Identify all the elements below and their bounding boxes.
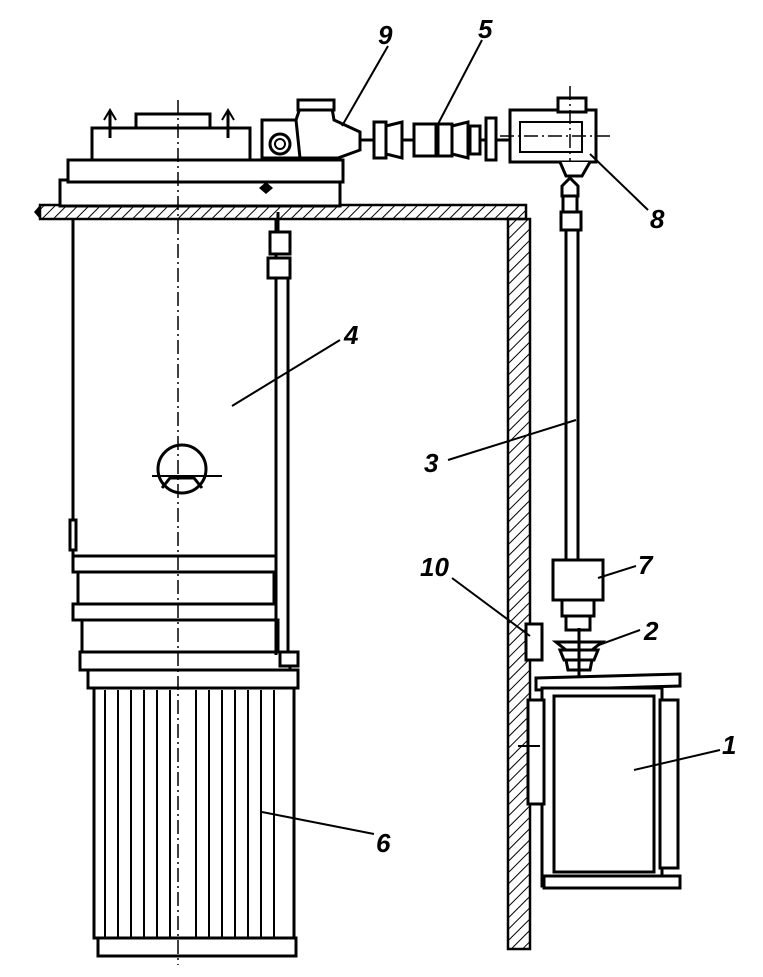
label-9: 9: [378, 20, 393, 50]
wall-bracket: [524, 622, 544, 662]
label-4: 4: [343, 320, 359, 350]
tank-body: [68, 219, 292, 672]
motor: [518, 672, 682, 890]
label-6: 6: [376, 828, 391, 858]
label-3: 3: [424, 448, 439, 478]
bevel-gearbox: [260, 98, 362, 160]
tank-lid: [58, 108, 345, 208]
label-7: 7: [638, 550, 654, 580]
label-8: 8: [650, 204, 665, 234]
angle-gearbox: [500, 86, 610, 198]
left-vertical-rod: [266, 212, 300, 668]
vertical-shaft: [559, 194, 583, 560]
leader-lines: [231, 39, 721, 835]
label-5: 5: [478, 14, 493, 44]
radiator: [86, 668, 300, 958]
label-2: 2: [643, 616, 659, 646]
pulley: [551, 628, 607, 700]
coupling: [551, 558, 605, 632]
horizontal-shaft: [360, 116, 510, 162]
label-10: 10: [420, 552, 449, 582]
label-1: 1: [722, 730, 736, 760]
vertical-wall: [506, 217, 532, 951]
